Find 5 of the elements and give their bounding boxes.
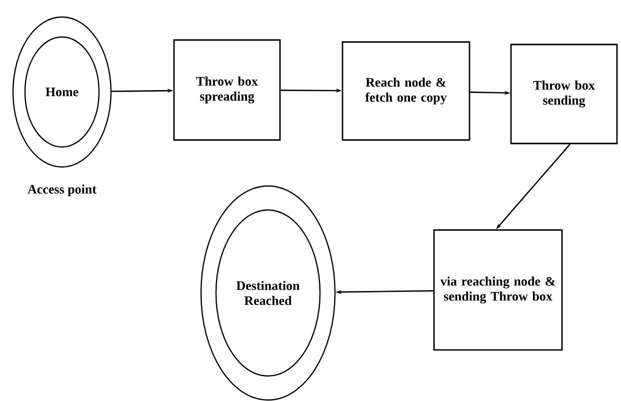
process-box: Reach node & fetch one copy	[342, 41, 470, 141]
caption-text: Access point	[28, 184, 96, 196]
process-box: via reaching node & sending Throw box	[433, 229, 563, 351]
process-box: Throw box sending	[510, 44, 618, 144]
process-box: Throw box spreading	[173, 39, 281, 141]
